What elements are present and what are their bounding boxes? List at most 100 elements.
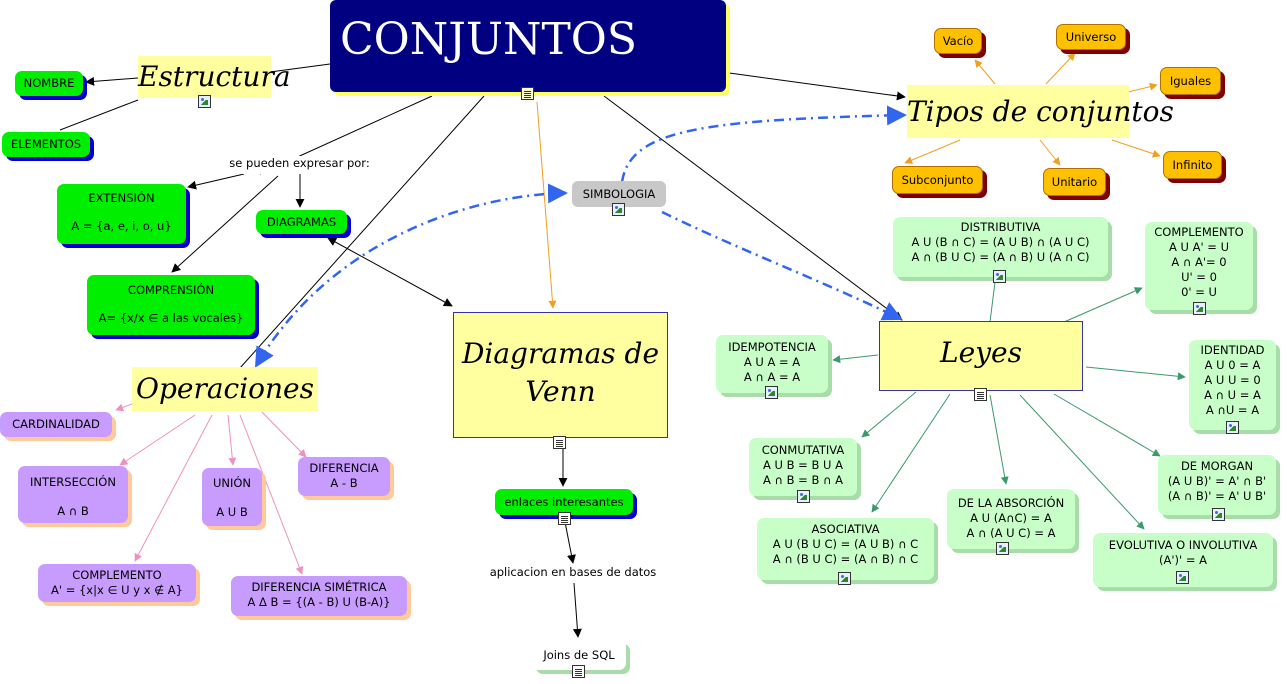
- estructura-node[interactable]: Estructura: [138, 56, 291, 98]
- diagramas-node[interactable]: DIAGRAMAS: [256, 210, 347, 234]
- complemento-ley-line: A U A' = U: [1169, 240, 1229, 254]
- union-node[interactable]: UNIÓN A U B: [202, 468, 262, 526]
- title-node[interactable]: CONJUNTOS: [330, 0, 726, 92]
- evolutiva-line: (A')' = A: [1159, 553, 1207, 567]
- interseccion-title: INTERSECCIÓN: [30, 475, 116, 489]
- evolutiva-node[interactable]: EVOLUTIVA O INVOLUTIVA (A')' = A: [1093, 533, 1273, 587]
- universo-node[interactable]: Universo: [1056, 24, 1126, 50]
- image-icon[interactable]: [996, 542, 1009, 555]
- link-simbologia-leyes: [661, 210, 903, 321]
- document-icon[interactable]: [974, 388, 987, 401]
- diferencia-node[interactable]: DIFERENCIA A - B: [298, 457, 390, 496]
- link-title-estructura: [269, 63, 331, 73]
- comprension-node[interactable]: COMPRENSIÓN A= {x/x ∈ a las vocales}: [87, 275, 255, 335]
- image-icon[interactable]: [198, 95, 211, 108]
- link-estructura-nombre: [85, 76, 139, 86]
- venn-node[interactable]: Diagramas de Venn: [453, 312, 668, 438]
- complemento-ley-line: A ∩ A'= 0: [1171, 255, 1227, 269]
- identidad-line: A ∩U = A: [1205, 403, 1260, 417]
- joins-label: Joins de SQL: [543, 648, 615, 662]
- nombre-label: NOMBRE: [23, 76, 75, 90]
- extension-node[interactable]: EXTENSIÓN A = {a, e, i, o, u}: [57, 184, 186, 244]
- conmutativa-node[interactable]: CONMUTATIVA A U B = B U A A ∩ B = B ∩ A: [749, 438, 857, 496]
- enlaces-label: enlaces interesantes: [504, 495, 624, 509]
- document-icon[interactable]: [572, 665, 585, 678]
- identidad-line: A U U = 0: [1204, 373, 1261, 387]
- link-title-venn: [536, 101, 557, 309]
- image-icon[interactable]: [612, 203, 625, 216]
- distributiva-node[interactable]: DISTRIBUTIVA A U (B ∩ C) = (A U B) ∩ (A …: [893, 217, 1108, 277]
- comprension-example: A= {x/x ∈ a las vocales}: [98, 311, 244, 325]
- leyes-node[interactable]: Leyes: [879, 321, 1083, 391]
- de-morgan-line: (A U B)' = A' ∩ B': [1167, 474, 1267, 488]
- linking-phrase-text: se pueden expresar por:: [229, 156, 370, 170]
- venn-label-line1: Diagramas de: [461, 337, 660, 370]
- de-morgan-node[interactable]: DE MORGAN (A U B)' = A' ∩ B' (A ∩ B)' = …: [1158, 455, 1276, 515]
- link-title-leyes: [603, 95, 903, 321]
- infinito-node[interactable]: Infinito: [1163, 151, 1222, 179]
- absorcion-line: A U (A∩C) = A: [970, 511, 1052, 525]
- complemento-ley-line: 0' = U: [1181, 285, 1217, 299]
- cardinalidad-node[interactable]: CARDINALIDAD: [0, 412, 112, 437]
- diferencia-simetrica-expr: A Δ B = {(A - B) U (B-A)}: [247, 595, 391, 609]
- distributiva-line: A ∩ (B U C) = (A ∩ B) U (A ∩ C): [911, 250, 1090, 264]
- linking-phrase-expresar: se pueden expresar por:: [222, 156, 377, 174]
- aplicacion-node: aplicacion en bases de datos: [480, 565, 666, 583]
- aplicacion-label: aplicacion en bases de datos: [489, 565, 657, 579]
- universo-label: Universo: [1065, 30, 1117, 44]
- tipos-node[interactable]: Tipos de conjuntos: [907, 85, 1174, 138]
- image-icon[interactable]: [1176, 571, 1189, 584]
- link-op-cardinalidad: [115, 403, 133, 412]
- unitario-node[interactable]: Unitario: [1043, 168, 1106, 196]
- image-icon[interactable]: [838, 572, 851, 585]
- image-icon[interactable]: [765, 386, 778, 399]
- interseccion-node[interactable]: INTERSECCIÓN A ∩ B: [18, 466, 128, 523]
- nombre-node[interactable]: NOMBRE: [15, 71, 83, 96]
- vacio-node[interactable]: Vacío: [934, 28, 982, 54]
- idempotencia-line: A U A = A: [743, 355, 801, 369]
- subconjunto-node[interactable]: Subconjunto: [892, 166, 983, 194]
- identidad-node[interactable]: IDENTIDAD A U 0 = A A U U = 0 A ∩ U = A …: [1189, 340, 1276, 430]
- joins-node[interactable]: Joins de SQL: [532, 640, 626, 670]
- image-icon[interactable]: [1212, 508, 1225, 521]
- absorcion-node[interactable]: DE LA ABSORCIÓN A U (A∩C) = A A ∩ (A U C…: [947, 489, 1075, 549]
- complemento-op-title: COMPLEMENTO: [72, 568, 162, 582]
- complemento-ley-line: U' = 0: [1181, 270, 1217, 284]
- document-icon[interactable]: [521, 87, 534, 100]
- enlaces-node[interactable]: enlaces interesantes: [495, 489, 633, 515]
- link-op-interseccion: [119, 414, 196, 466]
- link-tipos-iguales: [1127, 82, 1158, 93]
- title-text: CONJUNTOS: [340, 14, 638, 65]
- link-op-diferencia-simetrica: [239, 414, 304, 575]
- image-icon[interactable]: [1226, 421, 1239, 434]
- elementos-label: ELEMENTOS: [10, 137, 82, 151]
- diferencia-simetrica-node[interactable]: DIFERENCIA SIMÉTRICA A Δ B = {(A - B) U …: [231, 576, 407, 616]
- image-icon[interactable]: [1193, 302, 1206, 315]
- asociativa-node[interactable]: ASOCIATIVA A U (B U C) = (A U B) ∩ C A ∩…: [757, 518, 934, 580]
- image-icon[interactable]: [797, 490, 810, 503]
- document-icon[interactable]: [553, 436, 566, 449]
- diferencia-expr: A - B: [330, 476, 358, 490]
- simbologia-node[interactable]: SIMBOLOGIA: [572, 181, 666, 207]
- elementos-node[interactable]: ELEMENTOS: [2, 132, 90, 157]
- operaciones-node[interactable]: Operaciones: [132, 367, 318, 411]
- link-leyes-complemento: [1063, 287, 1143, 323]
- complemento-ley-node[interactable]: COMPLEMENTO A U A' = U A ∩ A'= 0 U' = 0 …: [1145, 222, 1253, 310]
- union-title: UNIÓN: [212, 476, 252, 490]
- complemento-op-node[interactable]: COMPLEMENTO A' = {x|x ∈ U y x ∉ A}: [38, 564, 196, 602]
- link-op-diferencia: [261, 411, 307, 458]
- idempotencia-node[interactable]: IDEMPOTENCIA A U A = A A ∩ A = A: [716, 335, 828, 393]
- leyes-label: Leyes: [940, 336, 1022, 369]
- de-morgan-title: DE MORGAN: [1180, 459, 1254, 473]
- iguales-node[interactable]: Iguales: [1160, 67, 1221, 95]
- estructura-label: Estructura: [138, 60, 291, 93]
- evolutiva-title: EVOLUTIVA O INVOLUTIVA: [1108, 538, 1258, 552]
- link-leyes-de-morgan: [1053, 393, 1161, 457]
- interseccion-expr: A ∩ B: [57, 504, 89, 518]
- link-enlaces-aplicacion: [564, 521, 576, 564]
- link-tipos-infinito: [1111, 139, 1161, 158]
- asociativa-line: A U (B U C) = (A U B) ∩ C: [772, 537, 919, 551]
- document-icon[interactable]: [558, 512, 571, 525]
- image-icon[interactable]: [993, 270, 1006, 283]
- absorcion-line: A ∩ (A U C) = A: [966, 526, 1056, 540]
